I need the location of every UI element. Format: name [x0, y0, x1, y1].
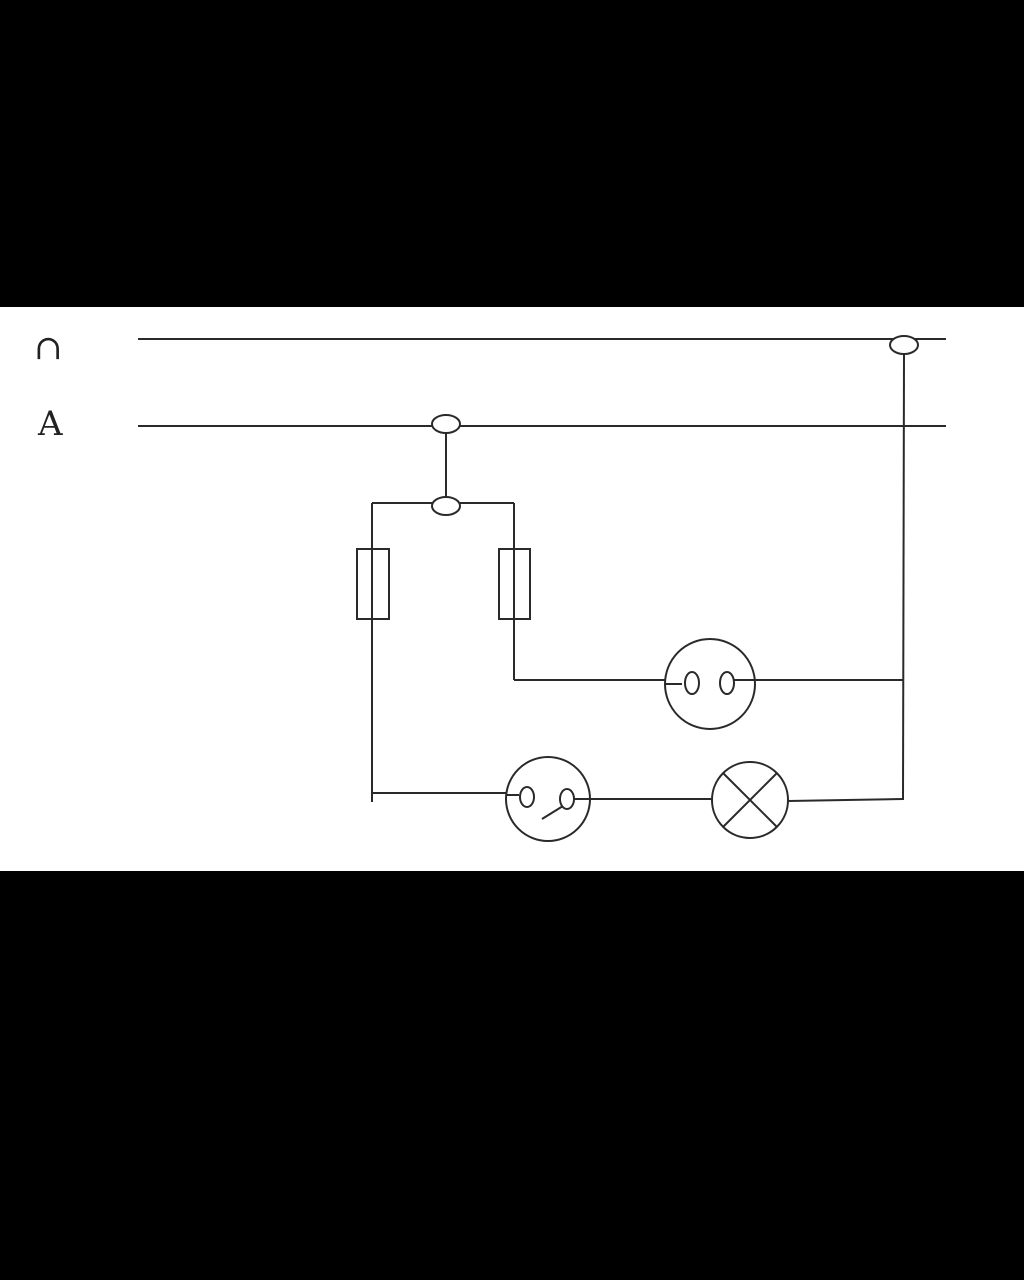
- circuit-diagram: ∩ A: [0, 307, 1024, 871]
- lamp-wire-right: [787, 798, 904, 802]
- line-label-a: A: [38, 404, 63, 444]
- lamp-cross-b: [722, 772, 778, 828]
- socket-outlet: [664, 638, 756, 730]
- socket-pin-right: [719, 671, 735, 695]
- switch-contact-left: [519, 786, 535, 808]
- branch-node: [431, 496, 461, 516]
- return-wire: [902, 353, 905, 801]
- socket-pin-left: [684, 671, 700, 695]
- junction-node-top: [889, 335, 919, 355]
- junction-node-a: [431, 414, 461, 434]
- letterbox-top: [0, 0, 1024, 307]
- switch-lever: [541, 805, 564, 820]
- line-label-top: ∩: [34, 328, 63, 368]
- letterbox-bottom: [0, 871, 1024, 1280]
- circuit-svg: [138, 335, 946, 842]
